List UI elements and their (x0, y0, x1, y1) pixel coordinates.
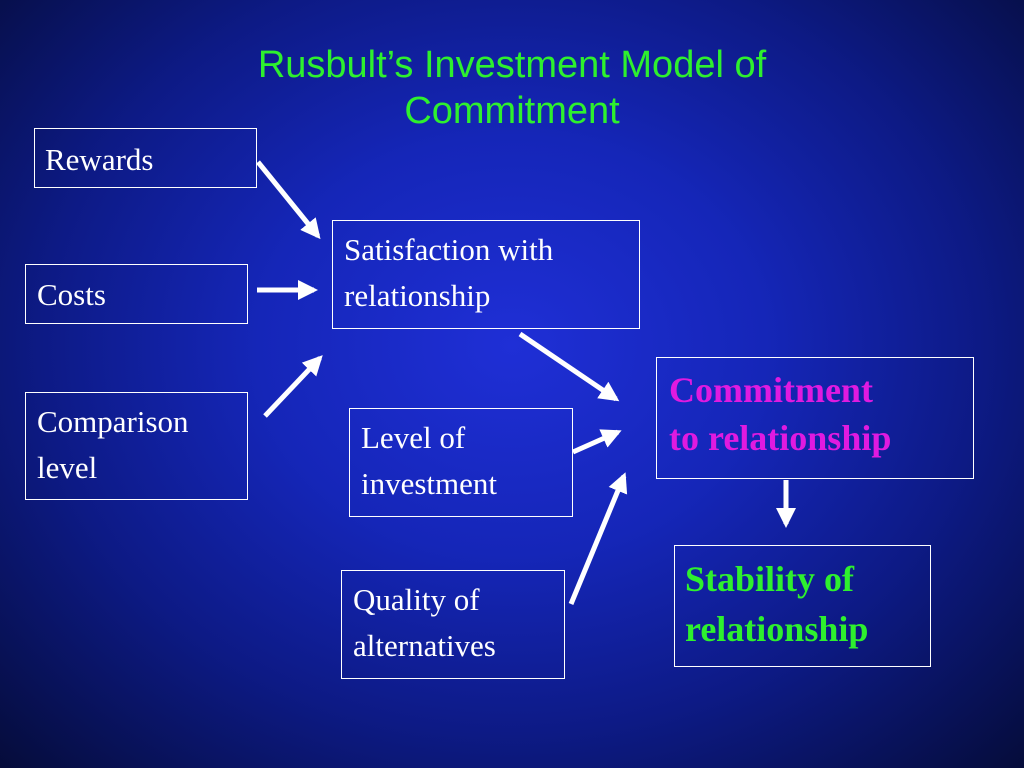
slide-title: Rusbult’s Investment Model of Commitment (112, 42, 912, 134)
alternatives-label-line-2: alternatives (353, 628, 496, 663)
rewards-label: Rewards (45, 142, 154, 177)
stability-label-line-2: relationship (685, 609, 869, 649)
arrow-comparison-to-satisfaction (263, 355, 323, 418)
title-line-2: Commitment (404, 90, 620, 132)
arrow-satisfaction-to-commitment (518, 331, 620, 402)
alternatives-label-line-1: Quality of (353, 582, 480, 617)
comparison-level-label-line-2: level (37, 450, 98, 485)
commitment-label-line-2: to relationship (669, 418, 892, 458)
title-line-1: Rusbult’s Investment Model of (257, 44, 767, 86)
stability-label-line-1: Stability of (685, 559, 855, 599)
satisfaction-label-line-1: Satisfaction with (344, 232, 554, 267)
satisfaction-label-line-2: relationship (344, 278, 491, 313)
investment-label-line-1: Level of (361, 420, 466, 455)
satisfaction-box: Satisfaction with relationship (332, 220, 640, 329)
commitment-box: Commitment to relationship (656, 357, 974, 479)
costs-box: Costs (25, 264, 248, 324)
arrow-alternatives-to-commitment (568, 472, 628, 605)
costs-label: Costs (37, 277, 106, 312)
alternatives-box: Quality of alternatives (341, 570, 565, 679)
comparison-level-box: Comparison level (25, 392, 248, 500)
investment-label-line-2: investment (361, 466, 498, 501)
rewards-box: Rewards (34, 128, 257, 188)
investment-box: Level of investment (349, 408, 573, 517)
stability-box: Stability of relationship (674, 545, 931, 667)
commitment-label-line-1: Commitment (669, 370, 873, 410)
comparison-level-label-line-1: Comparison (37, 404, 189, 439)
arrow-rewards-to-satisfaction (256, 160, 321, 240)
arrow-investment-to-commitment (571, 429, 622, 455)
